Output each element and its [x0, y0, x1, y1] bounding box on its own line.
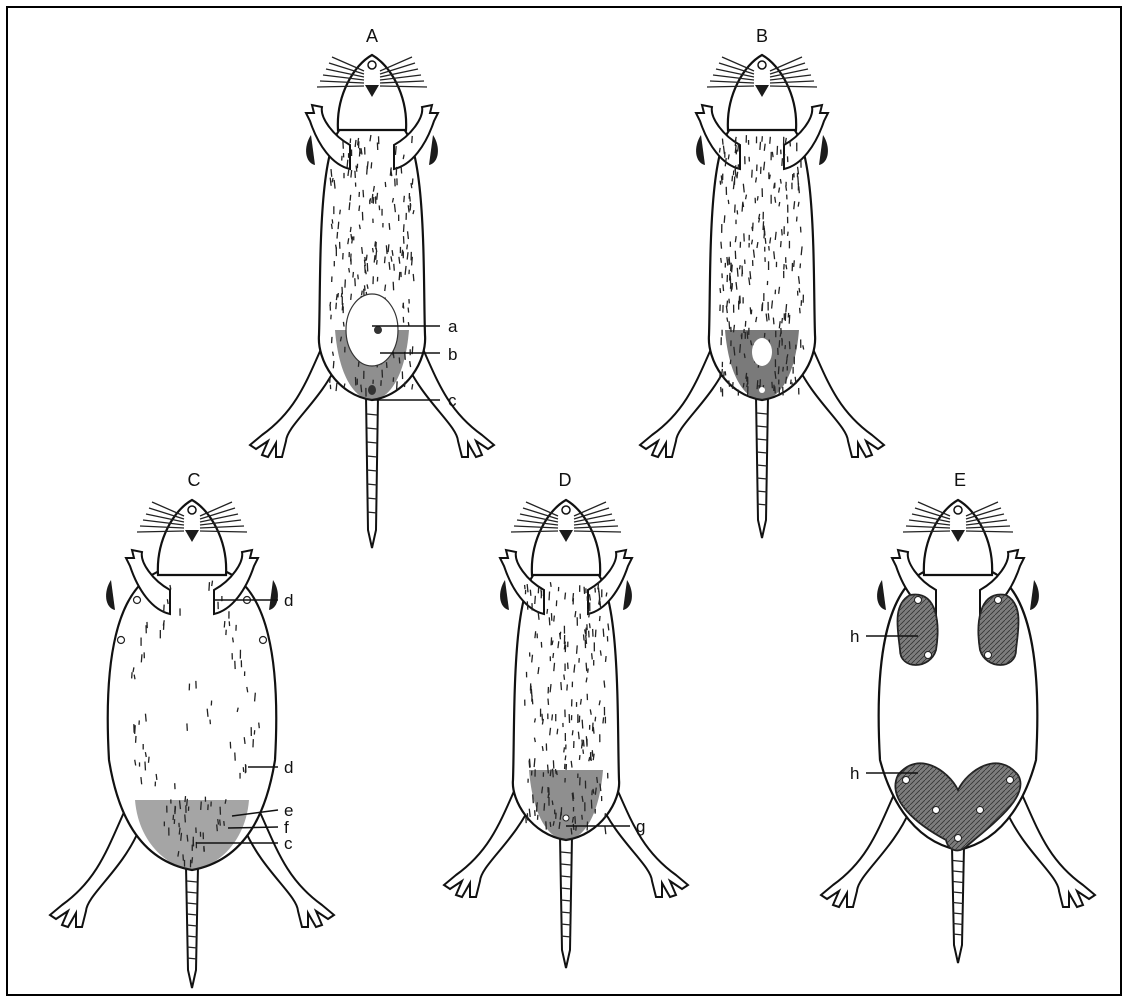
panel-label-a: A — [366, 26, 378, 46]
callout-label-h: h — [850, 764, 859, 783]
panel-label-c: C — [188, 470, 201, 490]
callout-label-d: d — [284, 591, 293, 610]
leader-line-f — [228, 827, 278, 828]
callout-label-b: b — [448, 345, 457, 364]
mouse-e — [821, 500, 1095, 963]
panel-label-d: D — [559, 470, 572, 490]
mouse-a — [250, 55, 494, 548]
mouse-c — [50, 500, 334, 988]
callout-label-a: a — [448, 317, 458, 336]
mouse-b — [640, 55, 884, 538]
callout-label-g: g — [636, 817, 645, 836]
callout-label-h: h — [850, 627, 859, 646]
callout-label-c: c — [448, 391, 457, 410]
mouse-d — [444, 500, 688, 968]
panel-label-b: B — [756, 26, 768, 46]
callout-label-c: c — [284, 834, 293, 853]
callout-label-d: d — [284, 758, 293, 777]
panel-label-e: E — [954, 470, 966, 490]
